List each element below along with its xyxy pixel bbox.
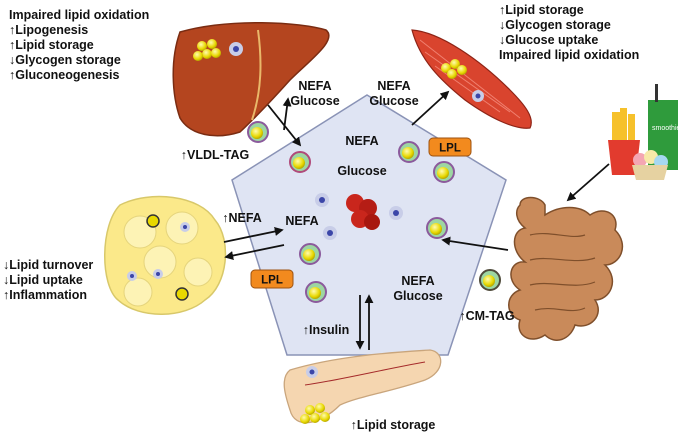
liver-effect-item: ↑Gluconeogenesis bbox=[9, 68, 120, 82]
drink-label: smoothie bbox=[652, 125, 681, 132]
muscle-illustration bbox=[411, 29, 532, 129]
liver-effect-item: ↑Lipid storage bbox=[9, 38, 94, 52]
lpl-badge-top: LPL bbox=[428, 137, 472, 157]
cm-tag-label: ↑CM-TAG bbox=[459, 309, 514, 323]
adipose-effect-item: ↓Lipid uptake bbox=[3, 273, 83, 287]
flow-muscle-glucose: Glucose bbox=[369, 94, 418, 108]
adipose-nefa-up: ↑NEFA bbox=[222, 211, 262, 225]
muscle-effect-item: ↓Glycogen storage bbox=[499, 18, 611, 32]
insulin-label: ↑Insulin bbox=[303, 323, 350, 337]
liver-effect-item: Impaired lipid oxidation bbox=[9, 8, 150, 22]
pancreas-effect: ↑Lipid storage bbox=[351, 418, 436, 432]
muscle-effect-item: ↑Lipid storage bbox=[499, 3, 584, 17]
liver-effect-item: ↑Lipogenesis bbox=[9, 23, 89, 37]
adipose-nefa: NEFA bbox=[285, 214, 318, 228]
gut-glucose: Glucose bbox=[393, 289, 442, 303]
lpl-label-left: LPL bbox=[261, 275, 283, 287]
adipose-effect-item: ↑Inflammation bbox=[3, 288, 88, 302]
adipose-tissue-illustration bbox=[104, 195, 227, 315]
pancreas-illustration bbox=[283, 349, 442, 424]
liver-effect-item: ↓Glycogen storage bbox=[9, 53, 121, 67]
adipose-effects-list: ↓Lipid turnover ↓Lipid uptake ↑Inflammat… bbox=[3, 258, 93, 303]
flow-muscle-nefa: NEFA bbox=[377, 79, 410, 93]
flow-liver-nefa: NEFA bbox=[298, 79, 331, 93]
vldl-tag-label: ↑VLDL-TAG bbox=[181, 148, 250, 162]
flow-liver-glucose: Glucose bbox=[290, 94, 339, 108]
muscle-effect-item: Impaired lipid oxidation bbox=[499, 48, 640, 62]
muscle-effect-item: ↓Glucose uptake bbox=[499, 33, 599, 47]
gut-nefa: NEFA bbox=[401, 274, 434, 288]
liver-effects-list: Impaired lipid oxidation ↑Lipogenesis ↑L… bbox=[9, 8, 149, 83]
center-nefa: NEFA bbox=[345, 134, 378, 148]
flow-arrows bbox=[223, 90, 610, 350]
center-glucose: Glucose bbox=[337, 164, 386, 178]
muscle-effects-list: ↑Lipid storage ↓Glycogen storage ↓Glucos… bbox=[499, 3, 639, 63]
lpl-badge-left: LPL bbox=[250, 269, 294, 289]
fast-food-illustration: smoothie bbox=[608, 84, 681, 180]
adipose-effect-item: ↓Lipid turnover bbox=[3, 258, 94, 272]
intestine-illustration bbox=[508, 196, 624, 341]
lpl-label-top: LPL bbox=[439, 143, 461, 155]
lipoprotein-particles bbox=[247, 121, 501, 303]
blood-cells bbox=[315, 193, 403, 240]
liver-illustration bbox=[172, 21, 330, 137]
